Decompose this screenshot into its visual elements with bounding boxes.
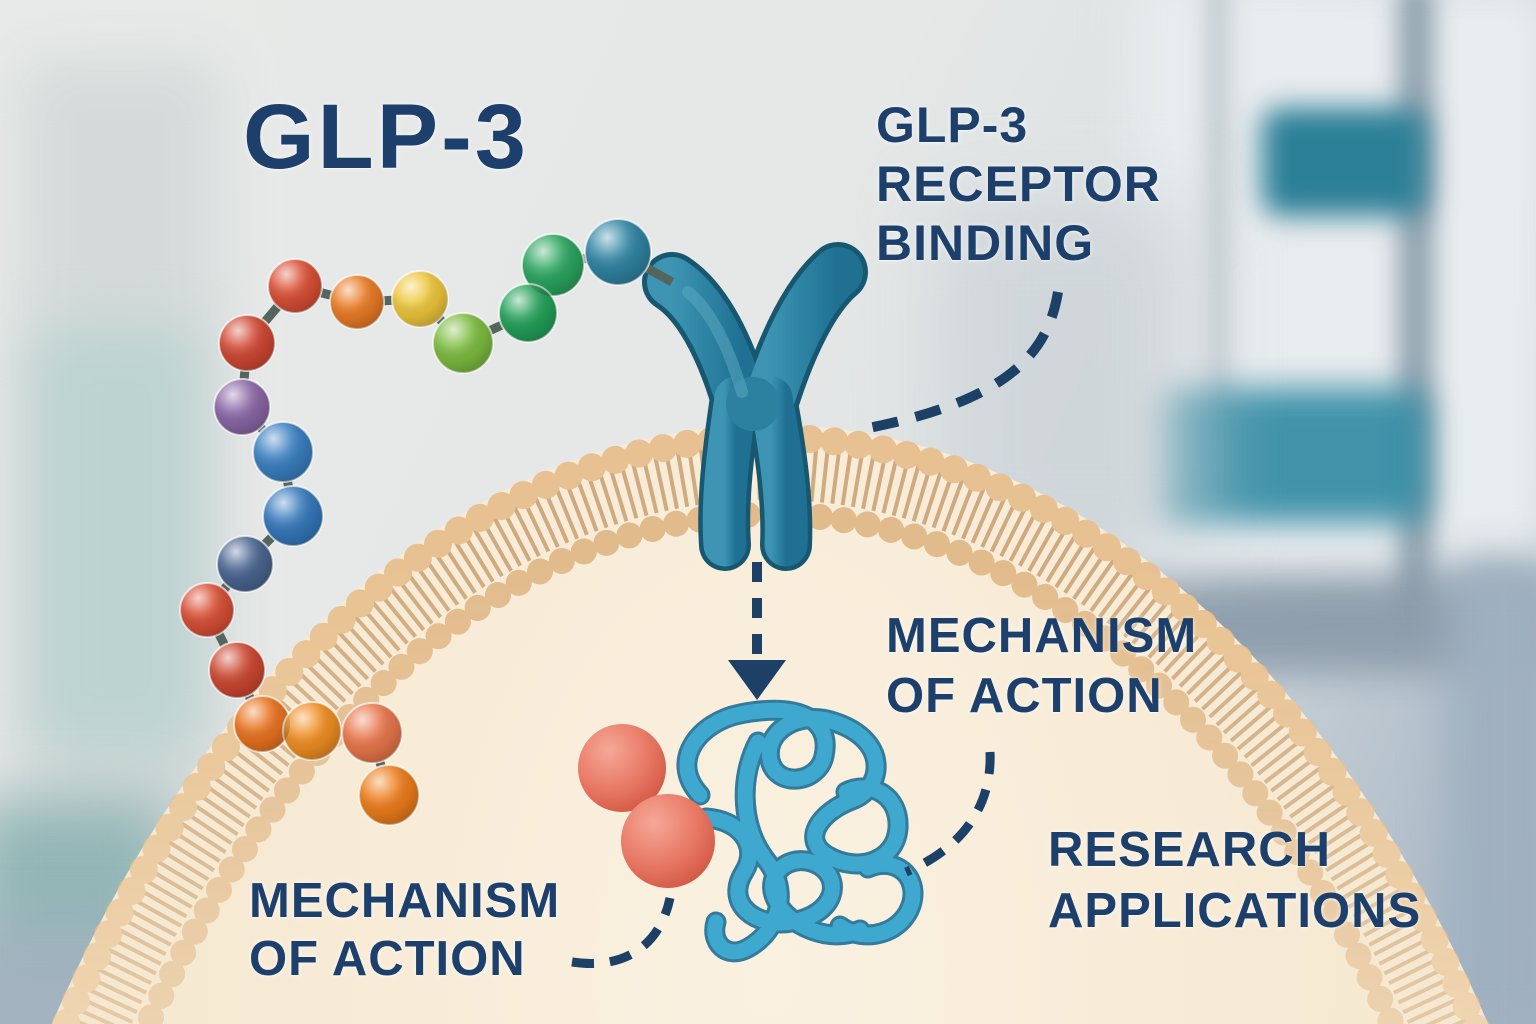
research-applications-label: RESEARCH APPLICATIONS [1048, 820, 1421, 942]
receptor-binding-line3: BINDING [876, 215, 1095, 271]
mechanism-right-line1: MECHANISM [886, 609, 1198, 663]
signal-arrow [728, 562, 786, 700]
mechanism-of-action-left-label: MECHANISM OF ACTION [249, 872, 560, 988]
connector-binding-to-receptor [857, 291, 1063, 435]
mechanism-right-line2: OF ACTION [886, 669, 1163, 723]
peptide-bead-shines [180, 219, 651, 825]
annotation-connectors [571, 291, 1063, 968]
research-line2: APPLICATIONS [1048, 884, 1422, 938]
background-rod-right2-blur [1208, 0, 1228, 420]
receptor-binding-line2: RECEPTOR [876, 156, 1161, 212]
receptor-binding-line1: GLP-3 [876, 97, 1029, 153]
vesicle-beads [578, 724, 715, 888]
background-teal-tank-blur [1158, 388, 1428, 523]
mechanism-left-line1: MECHANISM [249, 874, 561, 928]
research-line1: RESEARCH [1048, 823, 1331, 877]
receptor-binding-label: GLP-3 RECEPTOR BINDING [876, 96, 1161, 273]
mechanism-left-line2: OF ACTION [249, 932, 526, 986]
protein-tangle [578, 699, 924, 963]
main-title: GLP-3 [243, 86, 529, 188]
background-flask-cap-blur [1262, 108, 1427, 216]
peptide-chain [179, 218, 675, 826]
vesicle-bead [578, 724, 666, 812]
connector-mechanism-right-to-tangle [904, 751, 995, 877]
background-glassware-left-blur [30, 330, 200, 750]
connector-mechanism-left-to-tangle [571, 897, 675, 968]
signal-arrowhead [728, 660, 786, 700]
vesicle-bead [621, 794, 715, 888]
background-right-edge-blur [1448, 560, 1536, 1024]
receptor [642, 242, 868, 571]
mechanism-of-action-right-label: MECHANISM OF ACTION [886, 606, 1197, 726]
